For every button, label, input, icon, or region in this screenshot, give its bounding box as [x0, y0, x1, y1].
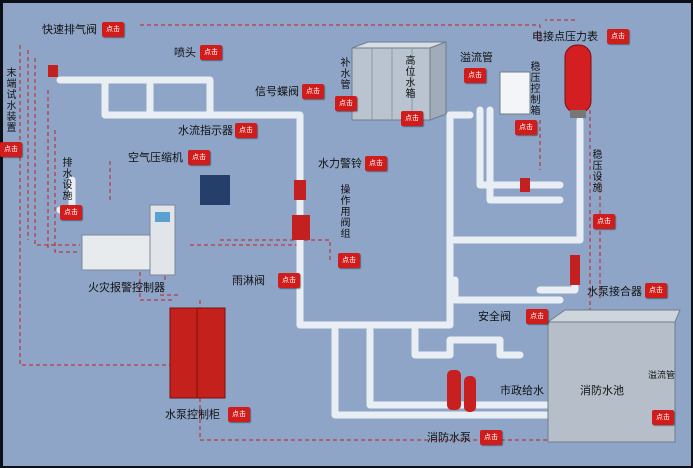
fire-pumps [447, 370, 476, 412]
signal-lines [19, 19, 601, 441]
ecp-gauge-label: 电接点压力表 [532, 30, 598, 43]
pump-control-cabinet-button[interactable]: 点击 [228, 407, 250, 422]
pump-adapter-label: 水泵接合器 [587, 285, 642, 298]
fire-pump-label: 消防水泵 [427, 431, 471, 444]
signal-butterfly-valve-label: 信号蝶阀 [255, 85, 299, 98]
fire-pool-button[interactable]: 点击 [652, 410, 674, 425]
water-motor-bell-button[interactable]: 点击 [365, 156, 387, 171]
drain-facility-label: 排水设施 [62, 158, 73, 202]
makeup-water-pipe-button[interactable]: 点击 [335, 96, 357, 111]
rain-shower-valve-label: 雨淋阀 [232, 274, 265, 287]
pump-control-cabinet-label: 水泵控制柜 [165, 408, 220, 421]
water-flow-indicator-label: 水流指示器 [178, 124, 233, 137]
fire-pool-label: 消防水池 [580, 384, 624, 397]
pressure-tank [564, 44, 592, 118]
ecp-gauge-button[interactable]: 点击 [607, 29, 629, 44]
water-flow-indicator-button[interactable]: 点击 [235, 123, 257, 138]
pump-adapter-button[interactable]: 点击 [645, 283, 667, 298]
pressure-control-box [499, 71, 531, 115]
safety-valve-label: 安全阀 [478, 310, 511, 323]
fire-alarm-controller [81, 204, 176, 276]
fire-pump-button[interactable]: 点击 [480, 430, 502, 445]
high-water-tank-button[interactable]: 点击 [401, 111, 423, 126]
overflow-pipe-top-label: 溢流管 [460, 51, 493, 64]
makeup-water-pipe-label: 补水管 [340, 58, 351, 91]
fire-alarm-controller-label: 火灾报警控制器 [88, 281, 165, 294]
sprinkler-head-label: 喷头 [174, 46, 196, 59]
rain-shower-valve-button[interactable]: 点击 [278, 273, 300, 288]
signal-butterfly-valve-button[interactable]: 点击 [302, 84, 324, 99]
pressure-equipment-label: 稳压设施 [592, 150, 603, 194]
air-compressor-button[interactable]: 点击 [188, 150, 210, 165]
municipal-water-supply-label: 市政给水 [500, 384, 544, 397]
valves [48, 65, 580, 285]
overflow-pipe-button[interactable]: 点击 [464, 68, 486, 83]
air-compressor-unit [200, 175, 230, 205]
sprinkler-head-button[interactable]: 点击 [200, 45, 222, 60]
operation-valve-group-button[interactable]: 点击 [338, 253, 360, 268]
fast-exhaust-valve-button[interactable]: 点击 [102, 22, 124, 37]
pump-control-cabinet [169, 307, 226, 399]
high-water-tank-label: 高位水箱 [405, 56, 416, 100]
air-compressor-label: 空气压缩机 [128, 151, 183, 164]
end-test-device-button[interactable]: 点击 [0, 142, 22, 157]
main-pipes [56, 76, 584, 419]
water-motor-bell-label: 水力警铃 [318, 157, 362, 170]
pressure-control-box-button[interactable]: 点击 [515, 120, 537, 135]
operation-valve-group-label: 操作用阀组 [340, 185, 351, 240]
safety-valve-button[interactable]: 点击 [526, 309, 548, 324]
pressure-control-box-label: 稳压控制箱 [530, 62, 541, 117]
end-test-device-label: 末端试水装置 [6, 68, 17, 134]
overflow-pipe-right-label: 溢流管 [648, 371, 676, 381]
drain-facility-button[interactable]: 点击 [60, 205, 82, 220]
pressure-equipment-button[interactable]: 点击 [593, 214, 615, 229]
fast-exhaust-valve-label: 快速排气阀 [42, 23, 97, 36]
high-water-tank [351, 41, 447, 121]
